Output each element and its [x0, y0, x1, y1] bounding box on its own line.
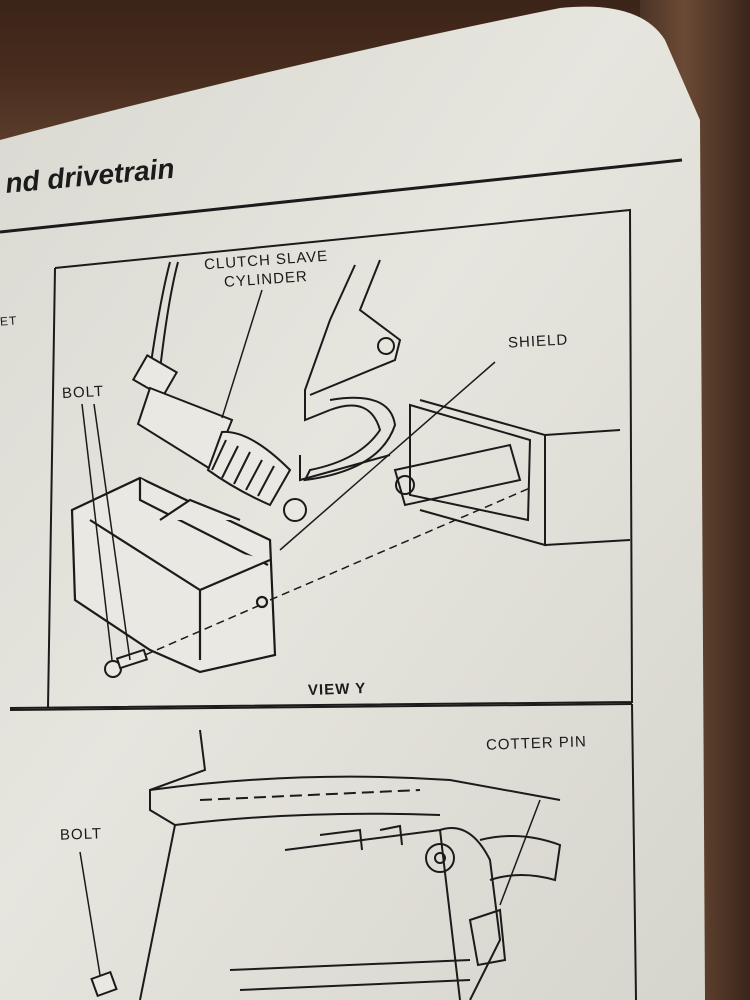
label-bolt-upper: BOLT [61, 382, 105, 403]
housing-bracket [299, 259, 402, 482]
label-bolt-lower: BOLT [59, 825, 103, 844]
upper-figure-frame [9, 208, 634, 709]
upper-leader-lines [81, 289, 531, 661]
label-shield: SHIELD [507, 331, 569, 352]
figure-caption-view-y: VIEW Y [307, 679, 367, 700]
clutch-slave-cylinder [131, 261, 307, 522]
page-edge-text: ET [0, 313, 18, 329]
shield-bracket [393, 399, 631, 547]
lower-figure-frame [9, 703, 637, 1000]
bolt-lower [90, 970, 118, 998]
shield-cover [70, 476, 277, 674]
label-cotter-pin: COTTER PIN [485, 733, 588, 754]
header-rule [0, 158, 683, 234]
lower-mechanism [139, 729, 562, 1000]
lower-leader-lines [79, 799, 541, 976]
